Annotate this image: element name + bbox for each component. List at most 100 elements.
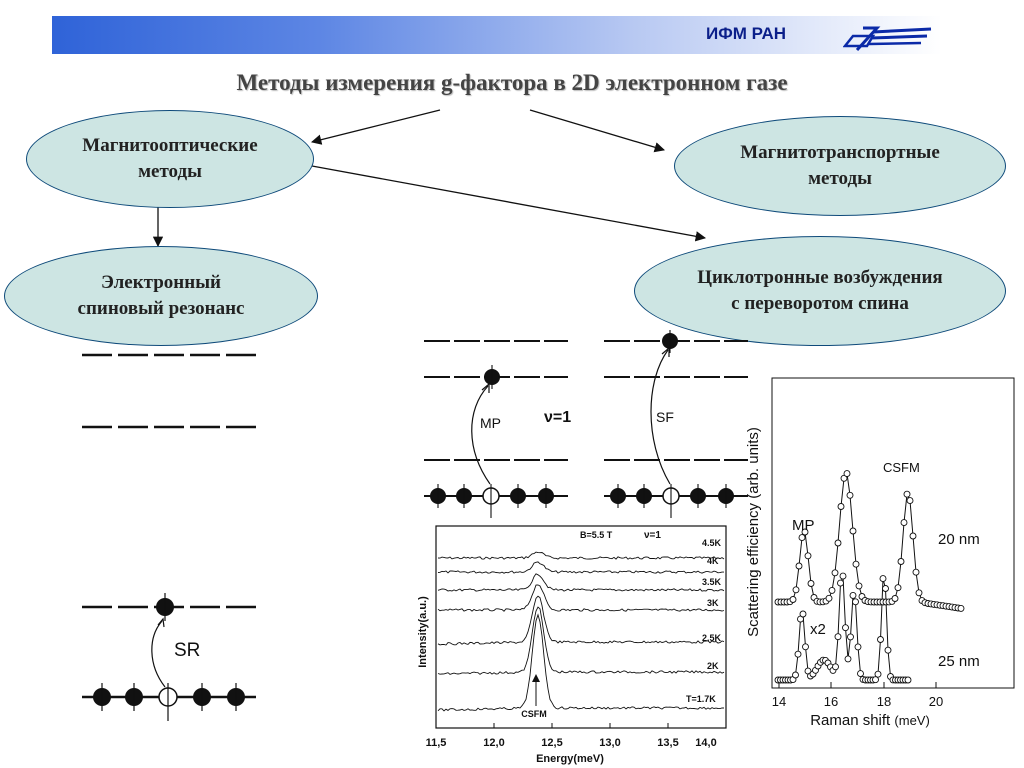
data-point xyxy=(834,539,842,547)
x-tick-label: 16 xyxy=(824,694,838,709)
nm25-label: 25 nm xyxy=(938,653,980,670)
data-point xyxy=(846,491,854,499)
oval-line: методы xyxy=(138,161,202,182)
x-tick-label: 14 xyxy=(772,694,786,709)
page-title: Методы измерения g-фактора в 2D электрон… xyxy=(236,70,788,95)
spectrum-curve xyxy=(437,551,725,560)
data-point xyxy=(792,586,800,594)
x-ticks xyxy=(435,723,727,728)
data-point xyxy=(882,585,889,592)
electron-dots xyxy=(93,598,245,707)
data-point xyxy=(857,670,864,678)
spectrum-curve xyxy=(437,573,725,592)
y-axis-label: Intensity(a.u.) xyxy=(417,596,429,668)
data-point xyxy=(802,643,809,651)
data-point xyxy=(839,572,847,580)
data-point xyxy=(828,586,836,594)
spectrum-curve xyxy=(437,595,725,646)
csfm-label: CSFM xyxy=(883,460,920,475)
method-arrows xyxy=(152,109,707,248)
x-ticks xyxy=(778,682,937,688)
arrow-to-magnetooptic xyxy=(310,109,441,145)
data-point xyxy=(884,646,892,654)
data-point xyxy=(832,663,839,671)
x-tick-label: 12,5 xyxy=(541,737,562,749)
data-point xyxy=(855,582,863,590)
x-tick-label: 12,0 xyxy=(483,737,504,749)
x-tick-label: 14,0 xyxy=(695,737,716,749)
y-axis-label: Scattering efficiency (arb. units) xyxy=(745,427,762,637)
data-point xyxy=(795,562,803,570)
data-point xyxy=(957,604,965,612)
x-tick-label: 20 xyxy=(929,694,943,709)
data-point xyxy=(894,584,902,592)
data-point xyxy=(874,670,882,678)
oval-magnetooptic-methods: Магнитооптические методы xyxy=(26,110,314,208)
x-axis-label: Energy(meV) xyxy=(536,753,604,765)
raman-xunit: (meV) xyxy=(894,713,929,728)
data-point xyxy=(844,655,852,663)
temperature-label: 4.5K xyxy=(702,538,722,548)
data-point xyxy=(854,643,862,651)
data-point xyxy=(801,528,809,536)
data-point xyxy=(897,558,905,565)
data-point xyxy=(872,676,879,684)
temperature-spectra-chart: 11,5 12,0 12,5 13,0 13,5 14,0 Energy(meV… xyxy=(417,525,727,765)
oval-line: спиновый резонанс xyxy=(77,298,245,319)
data-point xyxy=(804,552,812,560)
raman-xlabel: Raman shift xyxy=(810,712,891,729)
data-point xyxy=(906,497,914,505)
raman-points-20nm xyxy=(774,470,965,612)
data-point xyxy=(807,580,815,587)
sr-label: SR xyxy=(174,640,200,661)
temperature-label: 2K xyxy=(707,661,719,671)
oval-line: Магнитооптические xyxy=(82,135,258,157)
data-point xyxy=(799,610,807,618)
data-point xyxy=(825,594,833,602)
x-tick-label: 11,5 xyxy=(426,737,447,749)
data-point xyxy=(900,519,908,527)
data-point xyxy=(834,633,842,641)
temperature-label: 3.5K xyxy=(702,577,722,587)
header-gradient-bar xyxy=(52,16,942,54)
spectrum-curve xyxy=(437,613,725,712)
raman-shift-chart: 14 16 18 20 Raman shift (meV) Scattering… xyxy=(745,377,1015,729)
temperature-label: T=1.7K xyxy=(686,694,716,704)
data-point xyxy=(789,596,797,603)
oval-line: с переворотом спина xyxy=(731,293,909,314)
oval-line: Циклотронные возбуждения xyxy=(697,267,943,289)
data-point xyxy=(877,636,884,643)
temperature-label: 3K xyxy=(707,598,719,608)
arrow-to-magnetotransport xyxy=(529,109,665,153)
field-label: B=5.5 T xyxy=(580,530,613,540)
spin-arrows xyxy=(101,593,237,721)
spectrum-curve xyxy=(437,561,724,574)
data-point xyxy=(912,568,920,576)
data-point xyxy=(843,470,851,478)
org-name: ИФМ РАН xyxy=(706,24,787,43)
nm20-label: 20 nm xyxy=(938,531,980,548)
esr-level-diagram: SR xyxy=(82,353,256,721)
data-point xyxy=(891,595,899,602)
oval-cyclotron-spin-flip: Циклотронные возбуждения с переворотом сп… xyxy=(634,236,1006,346)
data-point xyxy=(915,589,923,597)
data-point xyxy=(798,534,806,542)
data-point xyxy=(837,503,845,510)
data-point xyxy=(831,569,839,577)
data-point xyxy=(847,633,854,641)
nu-label: ν=1 xyxy=(644,530,661,541)
data-point xyxy=(904,676,912,684)
raman-points-25nm xyxy=(774,572,912,684)
cyclotron-level-diagram: MP ν=1 SF xyxy=(424,330,748,518)
mp-label: MP xyxy=(792,517,815,534)
data-point xyxy=(852,560,860,568)
sf-label: SF xyxy=(656,409,674,425)
data-point xyxy=(792,671,799,679)
x-axis-label: Raman shift (meV) xyxy=(810,712,930,729)
ifm-ras-logo-icon xyxy=(843,26,932,52)
data-point xyxy=(879,575,887,583)
x-tick-label: 18 xyxy=(877,694,891,709)
x-tick-label: 13,0 xyxy=(599,737,620,749)
oval-line: Электронный xyxy=(101,272,221,294)
